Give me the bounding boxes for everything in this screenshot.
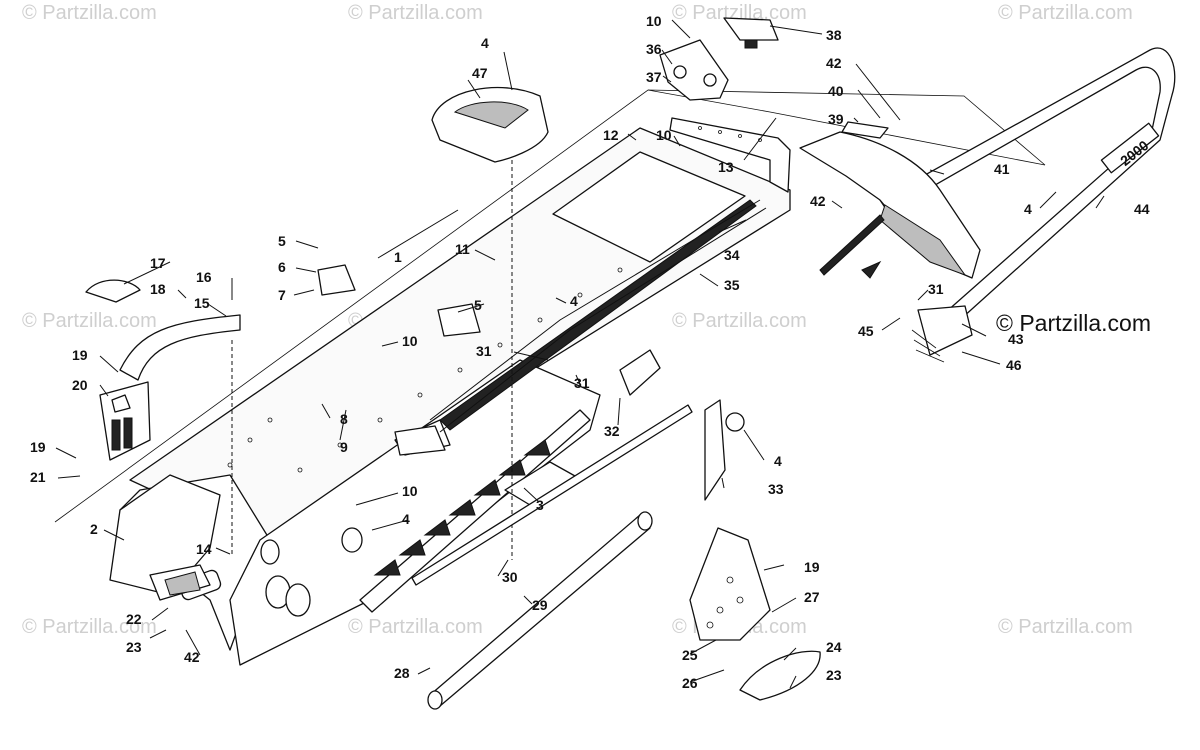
callout-15: 15 [194,295,210,311]
callout-1: 1 [394,249,402,265]
callout-29: 29 [532,597,548,613]
callout-42: 42 [184,649,200,665]
watermark-featured: © Partzilla.com [996,310,1151,336]
callout-13: 13 [718,159,734,175]
snowflap [799,121,981,279]
callout-38: 38 [826,27,842,43]
callout-46: 46 [1006,357,1022,373]
callout-24: 24 [826,639,842,655]
callout-16: 16 [196,269,212,285]
callout-32: 32 [604,423,620,439]
callout-12: 12 [603,127,619,143]
callout-7: 7 [278,287,286,303]
watermark: © Partzilla.com [672,310,807,332]
callout-44: 44 [1134,201,1150,217]
front-right-parts [619,349,821,701]
callout-39: 39 [828,111,844,127]
callout-14: 14 [196,541,212,557]
small-brackets [111,264,481,456]
callout-4: 4 [774,453,782,469]
callout-3: 3 [536,497,544,513]
callout-19: 19 [72,347,88,363]
callout-10: 10 [402,483,418,499]
watermark: © Partzilla.com [22,2,157,24]
callout-4: 4 [570,293,578,309]
callout-4: 4 [1024,201,1032,217]
rear-channel [669,117,791,193]
callout-43: 43 [1008,331,1024,347]
callout-31: 31 [928,281,944,297]
callout-4: 4 [481,35,489,51]
shafts [411,404,693,710]
seat-pad [431,86,549,560]
callout-27: 27 [804,589,820,605]
callout-31: 31 [476,343,492,359]
callout-47: 47 [472,65,488,81]
watermark: © Partzilla.com [998,616,1133,638]
callout-35: 35 [724,277,740,293]
callout-41: 41 [994,161,1010,177]
callout-26: 26 [682,675,698,691]
callout-45: 45 [858,323,874,339]
callout-31: 31 [574,375,590,391]
callout-10: 10 [402,333,418,349]
callout-11: 11 [455,241,470,257]
callout-5: 5 [474,297,482,313]
callout-8: 8 [340,411,348,427]
callout-23: 23 [826,667,842,683]
callout-42: 42 [810,193,826,209]
callout-10: 10 [656,127,672,143]
callout-2: 2 [90,521,98,537]
callout-10: 10 [646,13,662,29]
watermark: © Partzilla.com [348,616,483,638]
callout-40: 40 [828,83,844,99]
callout-25: 25 [682,647,698,663]
watermark: © Partzilla.com [22,310,157,332]
callout-4: 4 [402,511,410,527]
rear-bracket [659,17,779,101]
callout-30: 30 [502,569,518,585]
callout-19: 19 [804,559,820,575]
callout-9: 9 [340,439,348,455]
callout-21: 21 [30,469,46,485]
callout-33: 33 [768,481,784,497]
callout-19: 19 [30,439,46,455]
watermark: © Partzilla.com [22,616,157,638]
callout-labels: 1 2 3 4 4 4 4 4 5 5 6 7 8 9 10 10 10 10 … [30,13,1150,691]
callout-5: 5 [278,233,286,249]
watermark: © Partzilla.com [998,2,1133,24]
callout-36: 36 [646,41,662,57]
watermark: © Partzilla.com [672,2,807,24]
callout-20: 20 [72,377,88,393]
callout-18: 18 [150,281,166,297]
callout-42: 42 [826,55,842,71]
bumper-mount [911,305,973,363]
callout-6: 6 [278,259,286,275]
callout-22: 22 [126,611,142,627]
callout-37: 37 [646,69,662,85]
callout-28: 28 [394,665,410,681]
callout-34: 34 [724,247,740,263]
callout-23: 23 [126,639,142,655]
leader-lines [55,19,1105,689]
watermark: © Partzilla.com [348,2,483,24]
callout-17: 17 [150,255,166,271]
